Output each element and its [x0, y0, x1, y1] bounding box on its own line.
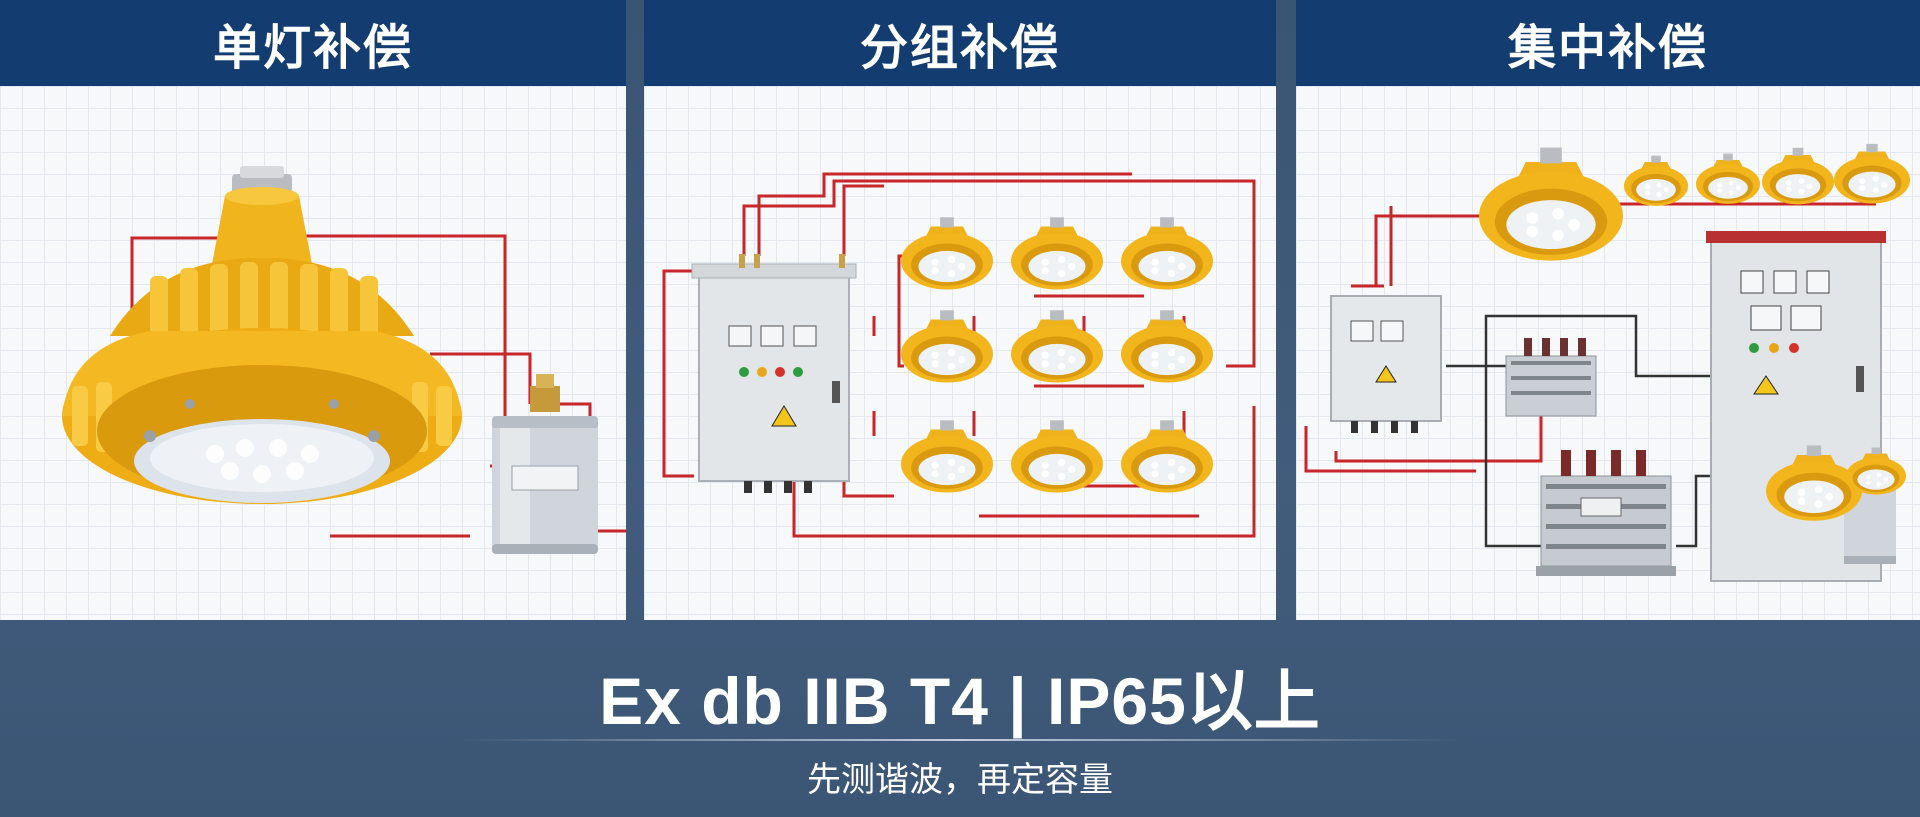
- explosion-proof-lamp-icon: [1011, 217, 1103, 290]
- control-box-icon: [1330, 295, 1442, 433]
- panel-single-lamp: 单灯补偿: [0, 0, 626, 620]
- panel-title: 集中补偿: [1296, 0, 1920, 86]
- lamp-grid: [901, 217, 1213, 493]
- explosion-proof-lamp-icon: [1846, 447, 1906, 495]
- footer-divider: [460, 739, 1460, 741]
- capacitor-icon: [492, 374, 598, 554]
- panel-group: 分组补偿: [644, 0, 1276, 620]
- panel-illustration: [1296, 86, 1920, 620]
- transformer-icon: [1536, 450, 1676, 576]
- explosion-proof-lamp-icon: [1011, 420, 1103, 493]
- single-lamp-illustration: [62, 166, 626, 554]
- explosion-proof-lamp-icon: [1479, 147, 1623, 261]
- explosion-proof-lamp-icon: [1834, 143, 1910, 204]
- explosion-proof-lamp-icon: [1121, 217, 1213, 290]
- panel-title: 分组补偿: [644, 0, 1276, 86]
- explosion-proof-lamp-icon: [1121, 310, 1213, 383]
- explosion-proof-lamp-icon: [1762, 147, 1834, 205]
- panel-illustration: [0, 86, 626, 620]
- lamp-cluster: [1479, 143, 1910, 521]
- explosion-proof-lamp-icon: [1696, 153, 1760, 204]
- panel-illustration: [644, 86, 1276, 620]
- wiring: [1304, 202, 1876, 473]
- explosion-proof-lamp-icon: [901, 217, 993, 290]
- explosion-proof-lamp-icon: [901, 420, 993, 493]
- control-cabinet-icon: [691, 254, 857, 493]
- panel-title: 单灯补偿: [0, 0, 626, 86]
- footer-title: Ex db IIB T4 | IP65以上: [599, 664, 1321, 738]
- group-illustration: [662, 172, 1256, 538]
- explosion-proof-lamp-icon: [901, 310, 993, 383]
- explosion-proof-lamp-icon: [1011, 310, 1103, 383]
- explosion-proof-lamp-icon: [1624, 155, 1688, 206]
- panel-central: 集中补偿: [1296, 0, 1920, 620]
- explosion-proof-lamp-icon: [62, 166, 462, 504]
- explosion-proof-lamp-icon: [1766, 445, 1862, 521]
- footer-subtitle: 先测谐波，再定容量: [807, 760, 1113, 800]
- explosion-proof-lamp-icon: [1121, 420, 1213, 493]
- transformer-icon: [1505, 338, 1597, 417]
- central-illustration: [1304, 143, 1910, 582]
